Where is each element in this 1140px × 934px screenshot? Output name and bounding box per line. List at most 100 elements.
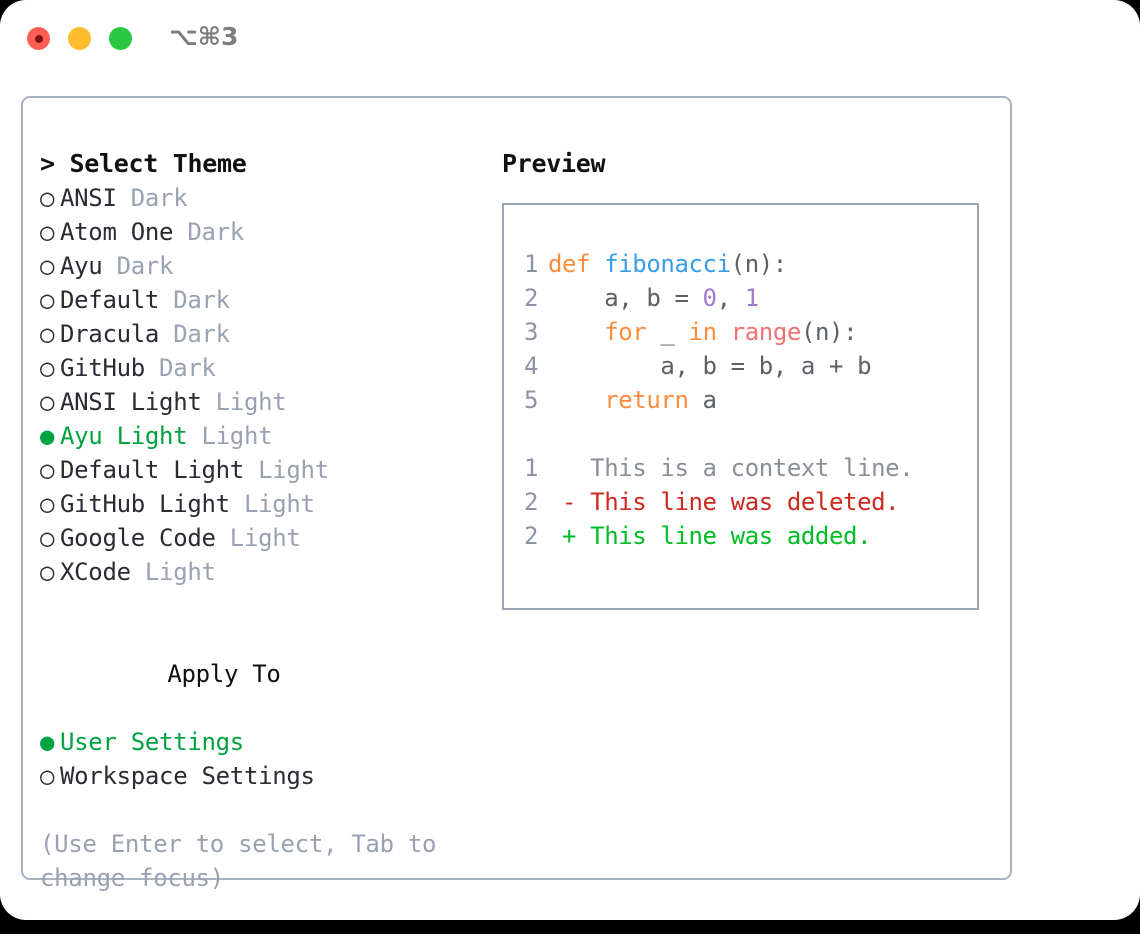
traffic-lights bbox=[27, 27, 132, 50]
code-token-txt: a, b = bbox=[548, 284, 703, 312]
code-token-txt bbox=[548, 318, 604, 346]
theme-option-category: Light bbox=[215, 388, 287, 416]
diff-line-text: - This line was deleted. bbox=[548, 488, 900, 516]
line-number: 1 bbox=[523, 454, 538, 482]
code-token-kw: in bbox=[688, 318, 718, 346]
title-bar: ⌥⌘3 bbox=[0, 0, 1140, 76]
theme-option-ayu[interactable]: ○Ayu Dark bbox=[40, 249, 470, 283]
theme-list: ○ANSI Dark○Atom One Dark○Ayu Dark○Defaul… bbox=[40, 181, 470, 589]
radio-unselected-icon: ○ bbox=[40, 388, 55, 416]
code-diff-separator bbox=[516, 417, 971, 451]
code-token-txt: (n): bbox=[730, 250, 788, 278]
theme-option-name: GitHub Light bbox=[60, 490, 244, 518]
apply-to-list: ●User Settings○Workspace Settings bbox=[40, 725, 470, 793]
radio-unselected-icon: ○ bbox=[40, 286, 55, 314]
theme-option-category: Dark bbox=[173, 320, 230, 348]
theme-option-name: Default bbox=[60, 286, 174, 314]
minimize-window-button[interactable] bbox=[68, 27, 91, 50]
theme-option-name: XCode bbox=[60, 558, 145, 586]
code-token-fn: fibonacci bbox=[604, 250, 731, 278]
apply-to-option-workspace-settings[interactable]: ○Workspace Settings bbox=[40, 759, 470, 793]
radio-unselected-icon: ○ bbox=[40, 218, 55, 246]
radio-unselected-icon: ○ bbox=[40, 252, 55, 280]
apply-to-option-name: Workspace Settings bbox=[60, 762, 315, 790]
line-number: 5 bbox=[523, 386, 538, 414]
section-spacer bbox=[40, 589, 470, 623]
main-panel: > Select Theme ○ANSI Dark○Atom One Dark○… bbox=[21, 96, 1012, 892]
diff-line-text: This is a context line. bbox=[548, 454, 914, 482]
apply-to-indent bbox=[153, 660, 167, 688]
code-token-num: 1 bbox=[744, 284, 759, 312]
code-token-kw: def bbox=[548, 250, 605, 278]
theme-option-category: Light bbox=[201, 422, 273, 450]
radio-unselected-icon: ○ bbox=[40, 456, 55, 484]
line-number: 4 bbox=[523, 352, 538, 380]
radio-selected-icon: ● bbox=[40, 422, 55, 450]
window-shortcut-label: ⌥⌘3 bbox=[169, 22, 239, 51]
code-line: 3 for _ in range(n): bbox=[516, 315, 971, 349]
code-token-bi: range bbox=[730, 318, 802, 346]
theme-option-github-light[interactable]: ○GitHub Light Light bbox=[40, 487, 470, 521]
line-number: 2 bbox=[523, 284, 538, 312]
theme-option-name: Dracula bbox=[60, 320, 174, 348]
theme-option-default[interactable]: ○Default Dark bbox=[40, 283, 470, 317]
diff-line-deleted: 2 - This line was deleted. bbox=[516, 485, 971, 519]
radio-selected-icon: ● bbox=[40, 728, 55, 756]
radio-unselected-icon: ○ bbox=[40, 558, 55, 586]
radio-unselected-icon: ○ bbox=[40, 320, 55, 348]
theme-option-category: Dark bbox=[159, 354, 216, 382]
theme-option-ansi-light[interactable]: ○ANSI Light Light bbox=[40, 385, 470, 419]
theme-option-category: Light bbox=[229, 524, 301, 552]
theme-option-name: Ayu Light bbox=[60, 422, 202, 450]
theme-option-category: Dark bbox=[130, 184, 188, 212]
code-token-num: 0 bbox=[702, 284, 717, 312]
theme-option-default-light[interactable]: ○Default Light Light bbox=[40, 453, 470, 487]
theme-option-ayu-light[interactable]: ●Ayu Light Light bbox=[40, 419, 470, 453]
theme-option-name: Atom One bbox=[60, 218, 188, 246]
select-theme-header: > Select Theme bbox=[40, 149, 247, 178]
line-number: 1 bbox=[523, 250, 538, 278]
code-line: 2 a, b = 0, 1 bbox=[516, 281, 971, 315]
line-number: 2 bbox=[523, 488, 538, 516]
radio-unselected-icon: ○ bbox=[40, 490, 55, 518]
theme-option-category: Light bbox=[144, 558, 216, 586]
code-line: 1 def fibonacci(n): bbox=[516, 247, 971, 281]
apply-to-option-user-settings[interactable]: ●User Settings bbox=[40, 725, 470, 759]
keyboard-hint-text: (Use Enter to select, Tab to change focu… bbox=[40, 830, 437, 892]
code-token-txt: _ bbox=[646, 318, 689, 346]
hint-spacer bbox=[40, 793, 470, 827]
radio-unselected-icon: ○ bbox=[40, 354, 55, 382]
theme-option-category: Light bbox=[243, 490, 315, 518]
maximize-window-button[interactable] bbox=[109, 27, 132, 50]
theme-option-google-code[interactable]: ○Google Code Light bbox=[40, 521, 470, 555]
radio-unselected-icon: ○ bbox=[40, 524, 55, 552]
theme-option-ansi[interactable]: ○ANSI Dark bbox=[40, 181, 470, 215]
theme-option-name: Ayu bbox=[60, 252, 117, 280]
theme-option-category: Dark bbox=[173, 286, 230, 314]
diff-line-text: + This line was added. bbox=[548, 522, 872, 550]
theme-option-category: Dark bbox=[116, 252, 174, 280]
theme-option-atom-one[interactable]: ○Atom One Dark bbox=[40, 215, 470, 249]
close-window-button[interactable] bbox=[27, 27, 50, 50]
theme-option-name: ANSI Light bbox=[60, 388, 216, 416]
theme-option-name: Google Code bbox=[60, 524, 230, 552]
code-token-txt: a, b = b, a + b bbox=[548, 352, 872, 380]
apply-to-option-name: User Settings bbox=[60, 728, 244, 756]
theme-option-github[interactable]: ○GitHub Dark bbox=[40, 351, 470, 385]
code-line: 4 a, b = b, a + b bbox=[516, 349, 971, 383]
diff-line-context: 1 This is a context line. bbox=[516, 451, 971, 485]
radio-unselected-icon: ○ bbox=[40, 184, 55, 212]
theme-option-name: Default Light bbox=[60, 456, 259, 484]
line-number: 3 bbox=[523, 318, 538, 346]
code-token-txt bbox=[548, 386, 604, 414]
theme-option-dracula[interactable]: ○Dracula Dark bbox=[40, 317, 470, 351]
diff-sample: 1 This is a context line.2 - This line w… bbox=[516, 451, 971, 553]
theme-option-category: Light bbox=[258, 456, 329, 484]
code-token-txt: , bbox=[716, 284, 745, 312]
theme-option-xcode[interactable]: ○XCode Light bbox=[40, 555, 470, 589]
code-token-kw: return bbox=[604, 386, 689, 414]
